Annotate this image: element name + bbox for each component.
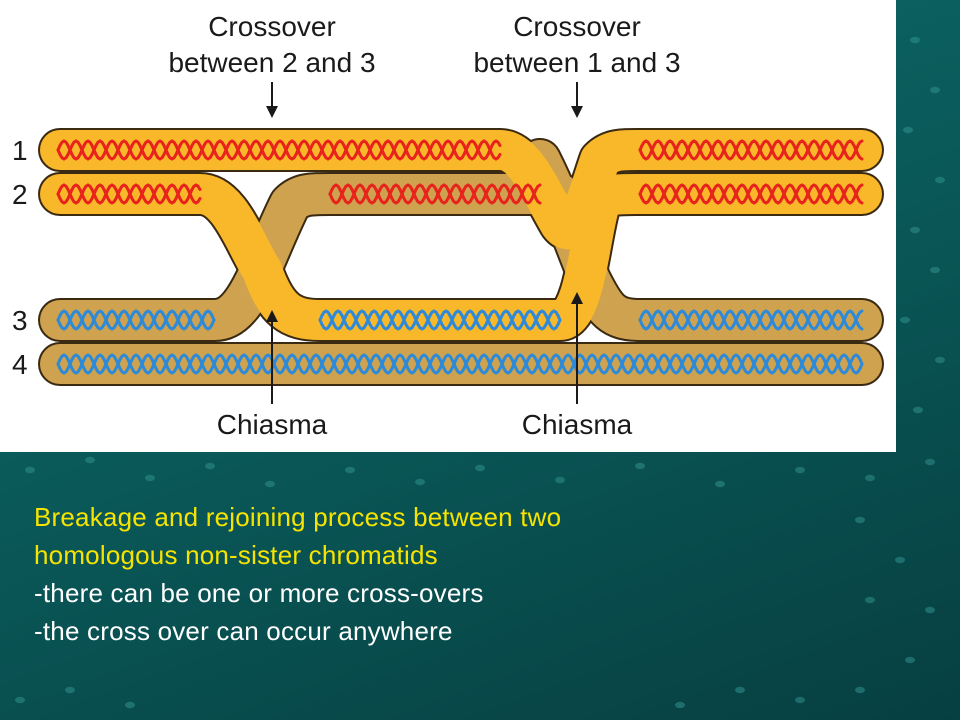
arrow-up-right xyxy=(571,292,583,404)
background-dot xyxy=(930,266,940,274)
caption-text: Breakage and rejoining process between t… xyxy=(34,498,934,650)
background-dot xyxy=(675,701,685,709)
background-dot xyxy=(930,86,940,94)
background-dot xyxy=(925,606,935,614)
crossover-right-label-line2: between 1 and 3 xyxy=(473,47,680,78)
background-dot xyxy=(910,226,920,234)
caption-line-2: homologous non-sister chromatids xyxy=(34,540,438,570)
background-dot xyxy=(900,316,910,324)
crossover-diagram: Crossover between 2 and 3 Crossover betw… xyxy=(12,11,884,440)
background-dot xyxy=(895,556,905,564)
dna-1-right-strand-a xyxy=(638,139,864,161)
background-dot xyxy=(910,36,920,44)
background-dot xyxy=(855,686,865,694)
background-dot xyxy=(265,480,275,488)
background-dot xyxy=(925,458,935,466)
background-dot xyxy=(85,456,95,464)
background-dot xyxy=(913,406,923,414)
background-dot xyxy=(735,686,745,694)
diagram-panel: Crossover between 2 and 3 Crossover betw… xyxy=(12,11,884,440)
dna-2-right-strand-b xyxy=(638,183,864,205)
dna-1-left-strand-a xyxy=(56,139,502,161)
arrow-up-left xyxy=(266,310,278,404)
background-dot xyxy=(865,474,875,482)
dna-3-mid-strand-b xyxy=(318,309,562,331)
arrow-down-left xyxy=(266,82,278,118)
background-dot xyxy=(635,462,645,470)
chromatid-number-2: 2 xyxy=(12,179,28,210)
background-dot xyxy=(903,126,913,134)
dna-2-right-strand-a xyxy=(638,183,864,205)
dna-2-mid-strand-a xyxy=(328,183,542,205)
background-dot xyxy=(855,516,865,524)
background-dot xyxy=(415,478,425,486)
background-dot xyxy=(125,701,135,709)
dna-3-right-strand-a xyxy=(638,309,864,331)
background-dot xyxy=(795,466,805,474)
dna-2-left-strand-b xyxy=(56,183,202,205)
crossover-left-label-line1: Crossover xyxy=(208,11,336,42)
background-dot xyxy=(145,474,155,482)
dna-3-left-strand-b xyxy=(56,309,216,331)
chiasma-left-label: Chiasma xyxy=(217,409,328,440)
dna-3-left-strand-a xyxy=(56,309,216,331)
crossover-right-label-line1: Crossover xyxy=(513,11,641,42)
caption-line-4: -the cross over can occur anywhere xyxy=(34,616,453,646)
background-dot xyxy=(935,356,945,364)
background-dot xyxy=(555,476,565,484)
background-dot xyxy=(15,696,25,704)
dna-1-right-strand-b xyxy=(638,139,864,161)
arrow-down-right xyxy=(571,82,583,118)
background-dot xyxy=(205,462,215,470)
background-dot xyxy=(905,656,915,664)
chromatid-1-body xyxy=(40,130,882,250)
chromatid-3-body xyxy=(40,174,580,340)
dna-2-mid-strand-b xyxy=(328,183,542,205)
background-dot xyxy=(25,466,35,474)
background-dot xyxy=(795,696,805,704)
chromatid-number-3: 3 xyxy=(12,305,28,336)
chromatid-number-4: 4 xyxy=(12,349,28,380)
caption-line-3: -there can be one or more cross-overs xyxy=(34,578,484,608)
crossover-left-label-line2: between 2 and 3 xyxy=(168,47,375,78)
chiasma-right-label: Chiasma xyxy=(522,409,633,440)
background-dot xyxy=(345,466,355,474)
dna-1-left-strand-b xyxy=(56,139,502,161)
dna-4-strand-b xyxy=(56,353,864,375)
chromatid-number-1: 1 xyxy=(12,135,28,166)
dna-3-right-strand-b xyxy=(638,309,864,331)
background-dot xyxy=(865,596,875,604)
background-dot xyxy=(715,480,725,488)
background-dot xyxy=(65,686,75,694)
background-dot xyxy=(935,176,945,184)
dna-4-strand-a xyxy=(56,353,864,375)
background-dot xyxy=(475,464,485,472)
caption-line-1: Breakage and rejoining process between t… xyxy=(34,502,562,532)
